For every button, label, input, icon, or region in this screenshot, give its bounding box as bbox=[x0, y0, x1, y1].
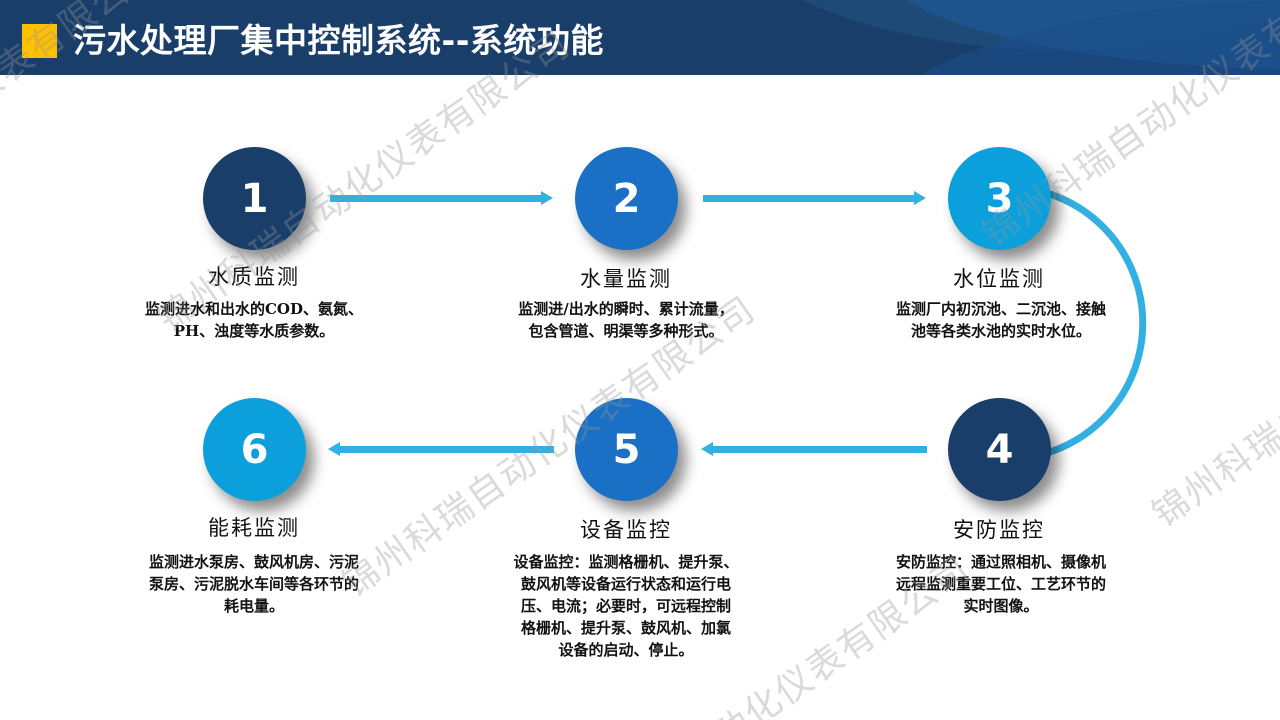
step-1-circle: 1 bbox=[203, 147, 306, 250]
step-4-description: 安防监控：通过照相机、摄像机 远程监测重要工位、工艺环节的 实时图像。 bbox=[895, 553, 1106, 615]
step-2-number: 2 bbox=[612, 175, 641, 222]
step-4-circle: 4 bbox=[948, 398, 1051, 501]
step-1-number: 1 bbox=[240, 175, 269, 222]
step-5-circle: 5 bbox=[575, 398, 678, 501]
step-2-title: 水量监测 bbox=[580, 267, 672, 291]
step-5-description: 设备监控：监测格栅机、提升泵、 鼓风机等设备运行状态和运行电 压、电流；必要时，… bbox=[513, 553, 739, 659]
title-marker-square bbox=[22, 24, 57, 58]
arrow-2-to-3 bbox=[703, 191, 926, 205]
step-3-title: 水位监测 bbox=[953, 267, 1045, 291]
step-3-circle: 3 bbox=[948, 147, 1051, 250]
step-4-title: 安防监控 bbox=[953, 518, 1045, 542]
arrow-4-to-5 bbox=[701, 442, 927, 456]
step-1-description: 监测进水和出水的COD、氨氮、 PH、浊度等水质参数。 bbox=[144, 300, 363, 340]
step-6-circle: 6 bbox=[203, 398, 306, 501]
step-2-circle: 2 bbox=[575, 147, 678, 250]
step-2-description: 监测进/出水的瞬时、累计流量， 包含管道、明渠等多种形式。 bbox=[518, 300, 734, 340]
step-3-number: 3 bbox=[985, 175, 1014, 222]
step-4-number: 4 bbox=[985, 426, 1014, 473]
step-6-number: 6 bbox=[240, 426, 269, 473]
step-1-title: 水质监测 bbox=[208, 265, 300, 289]
step-6-title: 能耗监测 bbox=[208, 516, 300, 540]
page-title: 污水处理厂集中控制系统--系统功能 bbox=[73, 21, 604, 60]
step-5-number: 5 bbox=[612, 426, 641, 473]
loop-arc-3-to-4 bbox=[1029, 185, 1147, 461]
step-6-description: 监测进水泵房、鼓风机房、污泥 泵房、污泥脱水车间等各环节的 耗电量。 bbox=[148, 553, 359, 615]
step-5-title: 设备监控 bbox=[580, 518, 672, 542]
step-3-description: 监测厂内初沉池、二沉池、接触 池等各类水池的实时水位。 bbox=[895, 300, 1106, 340]
arrow-5-to-6 bbox=[328, 442, 554, 456]
header-bar: 污水处理厂集中控制系统--系统功能 bbox=[0, 0, 1280, 75]
arrow-1-to-2 bbox=[330, 191, 553, 205]
